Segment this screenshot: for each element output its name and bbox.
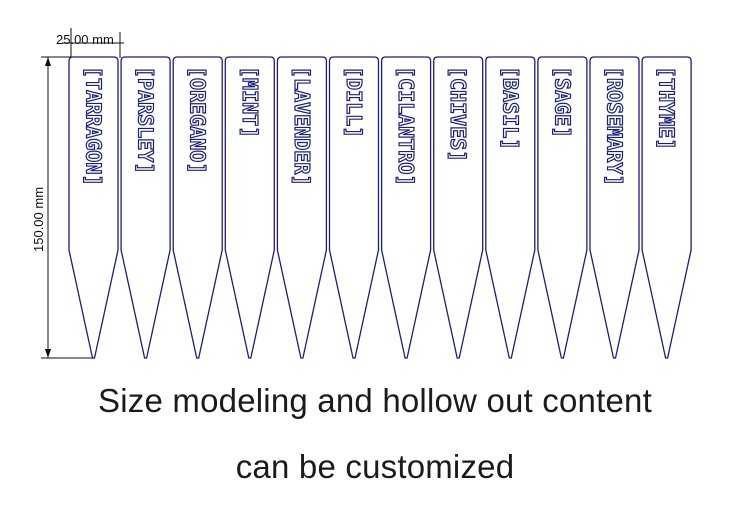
stake-outline	[537, 56, 588, 359]
height-dimension: 150.00 mm	[31, 56, 92, 359]
height-arrow-bottom	[45, 349, 51, 358]
width-dimension-label: 25.00 mm	[56, 32, 114, 47]
plant-stake: [OREGANO]	[172, 56, 223, 359]
height-dimension-label: 150.00 mm	[31, 187, 46, 252]
stake-label: [PARSLEY]	[134, 66, 158, 174]
stake-outline	[485, 56, 536, 359]
stake-outline	[276, 56, 328, 359]
stake-outline	[589, 56, 640, 359]
plant-stake: [CILANTRO]	[380, 56, 432, 359]
stake-outline	[433, 56, 484, 359]
plant-stake: [TARRAGON]	[68, 56, 119, 359]
stake-label: [ROSEMARY]	[603, 66, 627, 186]
plant-stake: [SAGE]	[537, 56, 588, 359]
plant-stake: [ROSEMARY]	[589, 56, 640, 359]
stake-outline	[120, 56, 171, 359]
stake-label: [LAVENDER]	[290, 66, 314, 186]
stake-label: [SAGE]	[550, 66, 574, 138]
stake-label: [TARRAGON]	[82, 66, 106, 186]
plant-stake: [DILL]	[328, 56, 380, 359]
stake-label: [MINT]	[238, 66, 262, 138]
stake-label: [CHIVES]	[446, 66, 470, 162]
caption-line-1: Size modeling and hollow out content	[98, 382, 652, 419]
stake-label: [BASIL]	[498, 66, 522, 150]
plant-stake: [LAVENDER]	[276, 56, 328, 359]
stake-outline	[328, 56, 380, 359]
plant-stake: [MINT]	[224, 56, 275, 359]
stake-label: [THYME]	[655, 66, 679, 150]
plant-stake: [THYME]	[641, 56, 692, 359]
stake-label: [CILANTRO]	[394, 66, 418, 186]
stake-outline	[380, 56, 432, 359]
stake-outline	[172, 56, 223, 359]
stakes-group: [TARRAGON] [PARSLEY] [OREGANO] [MINT] [LAVEN…	[68, 56, 692, 359]
width-dimension: 25.00 mm	[56, 28, 124, 58]
caption-line-2: can be customized	[235, 448, 515, 485]
stake-label: [OREGANO]	[186, 66, 210, 174]
stake-outline	[68, 56, 119, 359]
stake-label: [DILL]	[342, 66, 366, 138]
stake-outline	[641, 56, 692, 359]
plant-stake: [BASIL]	[485, 56, 536, 359]
height-arrow-top	[45, 57, 51, 66]
plant-stake: [PARSLEY]	[120, 56, 171, 359]
plant-stake: [CHIVES]	[433, 56, 484, 359]
stake-outline	[224, 56, 275, 359]
